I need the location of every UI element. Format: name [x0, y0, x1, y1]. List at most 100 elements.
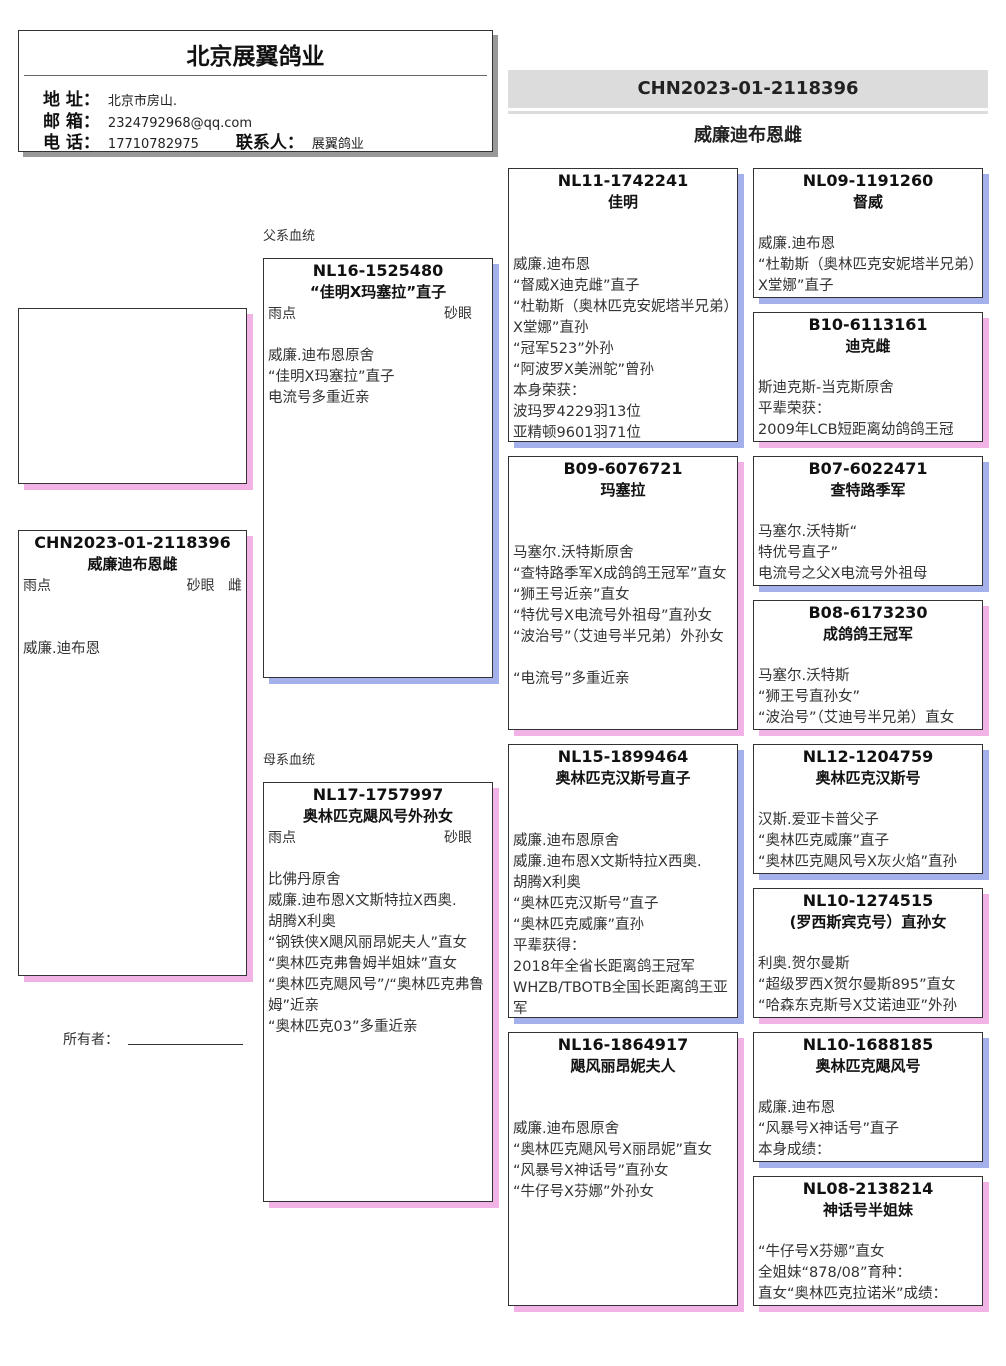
photo-placeholder — [18, 308, 247, 484]
traits: 雨点 砂眼 雌 — [23, 575, 242, 597]
email-label: 邮 箱： — [43, 112, 100, 132]
subject-ring-banner: CHN2023-01-2118396 — [508, 70, 988, 108]
header-divider — [24, 75, 487, 76]
banner-divider — [508, 111, 988, 114]
notes: 马塞尔.沃特斯原舍“查特路季军X成鸽鸽王冠军”直女“狮王号近亲”直女“特优号X电… — [513, 501, 733, 690]
note-line: 胡腾X利奥 — [268, 914, 336, 930]
ring-number: NL08-2138214 — [802, 1179, 934, 1198]
address-value: 北京市房山. — [107, 94, 178, 109]
notes: “牛仔号X芬娜”直女全姐妹“878/08”育种： 直女“奥林匹克拉诺米”成绩： — [758, 1221, 978, 1305]
note-line: 胡腾X利奥 — [513, 875, 581, 891]
pigeon-name: 飓风丽昂妮夫人 — [570, 1057, 676, 1075]
pattern: 雨点 — [268, 830, 296, 846]
note-line: “狮王号近亲”直女 — [513, 587, 630, 603]
phone-label: 电 话： — [43, 133, 100, 153]
pigeon-name: 佳明 — [607, 193, 638, 211]
notes: 威廉.迪布恩原舍威廉.迪布恩X文斯特拉X西奥.胡腾X利奥“奥林匹克汉斯号”直子“… — [513, 789, 733, 1017]
note-line: 电流号之父X电流号外祖母 — [758, 566, 928, 582]
note-line: WHZB/TBOTB全国长距离鸽王亚军 — [513, 980, 728, 1017]
ring-number: NL10-1688185 — [802, 1035, 934, 1054]
note-line: “风暴号X神话号”直孙女 — [513, 1163, 669, 1179]
note-line: 平辈获得： — [513, 938, 586, 954]
pigeon-name: 督威 — [852, 193, 883, 211]
note-line: “奥林匹克汉斯号”直子 — [513, 896, 659, 912]
pattern: 雨点 — [268, 306, 296, 322]
notes: 汉斯.爱亚卡普父子“奥林匹克威廉”直子“奥林匹克飓风号X灰火焰”直孙 — [758, 789, 978, 873]
note-line: 威廉.迪布恩 — [23, 641, 101, 657]
note-line: 威廉.迪布恩原舍 — [513, 833, 620, 849]
note-line: 本身成绩： — [758, 1142, 831, 1158]
note-line: “督威X迪克雌”直子 — [513, 278, 640, 294]
note-line: “奥林匹克03”多重近亲 — [268, 1019, 418, 1035]
note-line — [513, 234, 733, 255]
note-line: 马塞尔.沃特斯“ — [758, 524, 858, 540]
contact-label: 联系人： — [235, 133, 304, 153]
notes: 斯迪克斯-当克斯原舍平辈荣获：2009年LCB短距离幼鸽鸽王冠 — [758, 357, 978, 441]
eye: 砂眼 — [444, 830, 472, 846]
note-line: 电流号多重近亲 — [268, 390, 370, 406]
notes: 利奥.贺尔曼斯“超级罗西X贺尔曼斯895”直女“哈森东克斯号X艾诺迪亚”外孙 — [758, 933, 978, 1017]
note-line: 特优号直子” — [758, 545, 839, 561]
notes: 比佛丹原舍威廉.迪布恩X文斯特拉X西奥.胡腾X利奥“钢铁侠X飓风丽昂妮夫人”直女… — [268, 849, 488, 1038]
pedigree-card: NL10-1274515(罗西斯宾克号）直孙女利奥.贺尔曼斯“超级罗西X贺尔曼斯… — [753, 888, 983, 1018]
pedigree-card: NL11-1742241 佳明威廉.迪布恩 “督威X迪克雌”直子 “杜勒斯（奥林匹克安… — [508, 168, 738, 442]
note-line: “牛仔号X芬娜”直女 — [758, 1244, 885, 1260]
note-line: “特优号X电流号外祖母”直孙女 — [513, 608, 712, 624]
note-line: “奥林匹克飓风号”/“奥林匹克弗鲁姆”近亲 — [268, 977, 484, 1014]
note-line: 亚精顿9601羽71位 — [513, 425, 641, 441]
pigeon-name: 奥林匹克飓风号外孙女 — [302, 807, 453, 825]
note-line: “狮王号直孙女” — [758, 689, 861, 705]
loft-header: 北京展翼鸽业 地 址：北京市房山. 邮 箱：2324792968@qq.com … — [18, 30, 493, 153]
ring-number: NL11-1742241 — [557, 171, 689, 190]
note-line — [758, 645, 978, 666]
notes: 威廉.迪布恩原舍“奥林匹克飓风号X丽昂妮”直女“风暴号X神话号”直孙女“牛仔号X… — [513, 1077, 733, 1203]
notes: 威廉.迪布恩“督威X迪克雌”直子“杜勒斯（奥林匹克安妮塔半兄弟）X堂娜”直孙“冠… — [513, 213, 733, 441]
note-line — [513, 522, 733, 543]
dam-section-label: 母系血统 — [263, 753, 316, 768]
note-line: 威廉.迪布恩 — [513, 257, 591, 273]
notes: 马塞尔.沃特斯“ 特优号直子” 电流号之父X电流号外祖母 — [758, 501, 978, 585]
note-line: “波治号”（艾迪号半兄弟）外孙女 — [513, 629, 724, 645]
note-line: 马塞尔.沃特斯 — [758, 668, 850, 684]
note-line: 比佛丹原舍 — [268, 872, 341, 888]
pedigree-card: NL16-1525480“佳明X玛塞拉”直子雨点砂眼威廉.迪布恩原舍“佳明X玛塞… — [263, 258, 493, 678]
loft-title: 北京展翼鸽业 — [186, 44, 325, 70]
note-line: 2018年全省长距离鸽王冠军 — [513, 959, 695, 975]
note-line — [23, 597, 242, 618]
notes: 威廉.迪布恩“杜勒斯（奥林匹克安妮塔半兄弟）X堂娜”直子 — [758, 213, 978, 297]
eye: 砂眼 — [186, 578, 215, 594]
note-line — [513, 1098, 733, 1119]
note-line: 马塞尔.沃特斯原舍 — [513, 545, 634, 561]
note-line: “阿波罗X美洲鸵”曾孙 — [513, 362, 654, 378]
contact-value: 展翼鸽业 — [311, 137, 364, 152]
note-line: “杜勒斯（奥林匹克安妮塔半兄弟）X堂娜”直孙 — [513, 299, 731, 336]
note-line: 2009年LCB短距离幼鸽鸽王冠 — [758, 422, 954, 438]
note-line — [758, 789, 978, 810]
pigeon-name: 查特路季军 — [830, 481, 906, 499]
note-line — [513, 501, 733, 522]
note-line — [758, 933, 978, 954]
phone-value: 17710782975 — [107, 137, 199, 152]
notes: 威廉.迪布恩“风暴号X神话号”直子本身成绩： — [758, 1077, 978, 1161]
note-line — [513, 810, 733, 831]
notes: 马塞尔.沃特斯“狮王号直孙女”“波治号”（艾迪号半兄弟）直女 — [758, 645, 978, 729]
note-line — [513, 1077, 733, 1098]
sex: 雌 — [228, 578, 242, 594]
note-line — [513, 789, 733, 810]
ring-number: NL10-1274515 — [802, 891, 934, 910]
note-line: 全姐妹“878/08”育种： — [758, 1265, 912, 1281]
note-line — [758, 1077, 978, 1098]
note-line: “奥林匹克威廉”直子 — [758, 833, 890, 849]
note-line: “电流号”多重近亲 — [513, 671, 630, 687]
note-line: 汉斯.爱亚卡普父子 — [758, 812, 879, 828]
note-line: “超级罗西X贺尔曼斯895”直女 — [758, 977, 956, 993]
note-line: 本身荣获： — [513, 383, 586, 399]
note-line: 直女“奥林匹克拉诺米”成绩： — [758, 1286, 948, 1302]
phone-row: 电 话： 17710782975 联系人： 展翼鸽业 — [43, 128, 364, 153]
owner-label: 所有者： — [63, 1032, 119, 1048]
note-line — [23, 618, 242, 639]
note-line: “奥林匹克飓风号X丽昂妮”直女 — [513, 1142, 712, 1158]
